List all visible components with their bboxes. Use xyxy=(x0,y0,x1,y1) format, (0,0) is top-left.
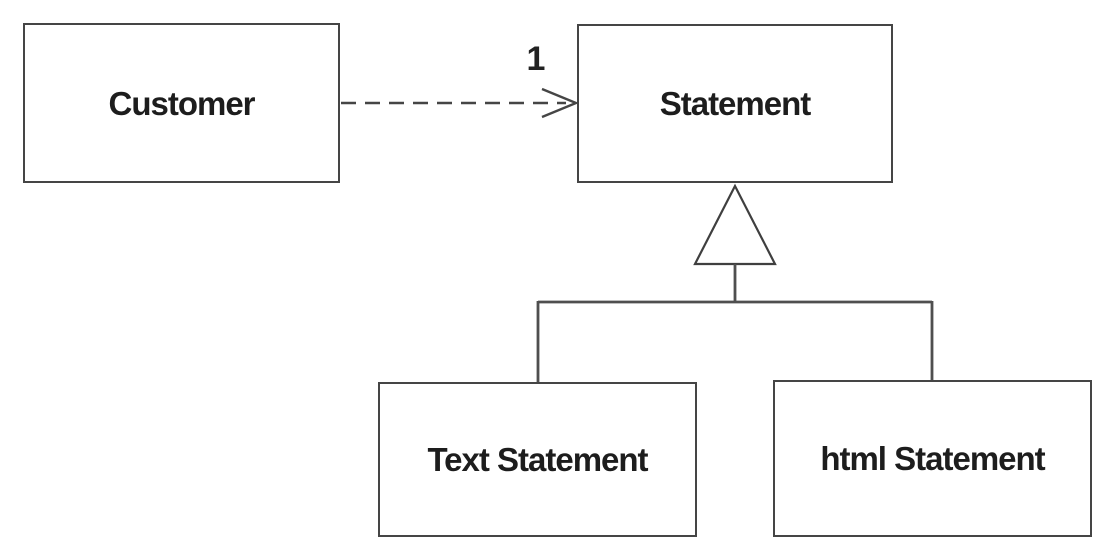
generalization-triangle-icon xyxy=(693,183,777,266)
open-arrowhead-icon xyxy=(541,87,580,119)
class-box-text-statement: Text Statement xyxy=(378,382,697,537)
class-box-html-statement: html Statement xyxy=(773,380,1092,537)
class-label-customer: Customer xyxy=(108,84,255,122)
class-label-text-statement: Text Statement xyxy=(427,441,648,478)
class-label-statement: Statement xyxy=(659,85,812,122)
class-box-statement: Statement xyxy=(577,24,893,183)
class-label-html-statement: html Statement xyxy=(820,440,1045,477)
class-box-customer: Customer xyxy=(23,23,340,183)
multiplicity-label: 1 xyxy=(526,40,546,78)
